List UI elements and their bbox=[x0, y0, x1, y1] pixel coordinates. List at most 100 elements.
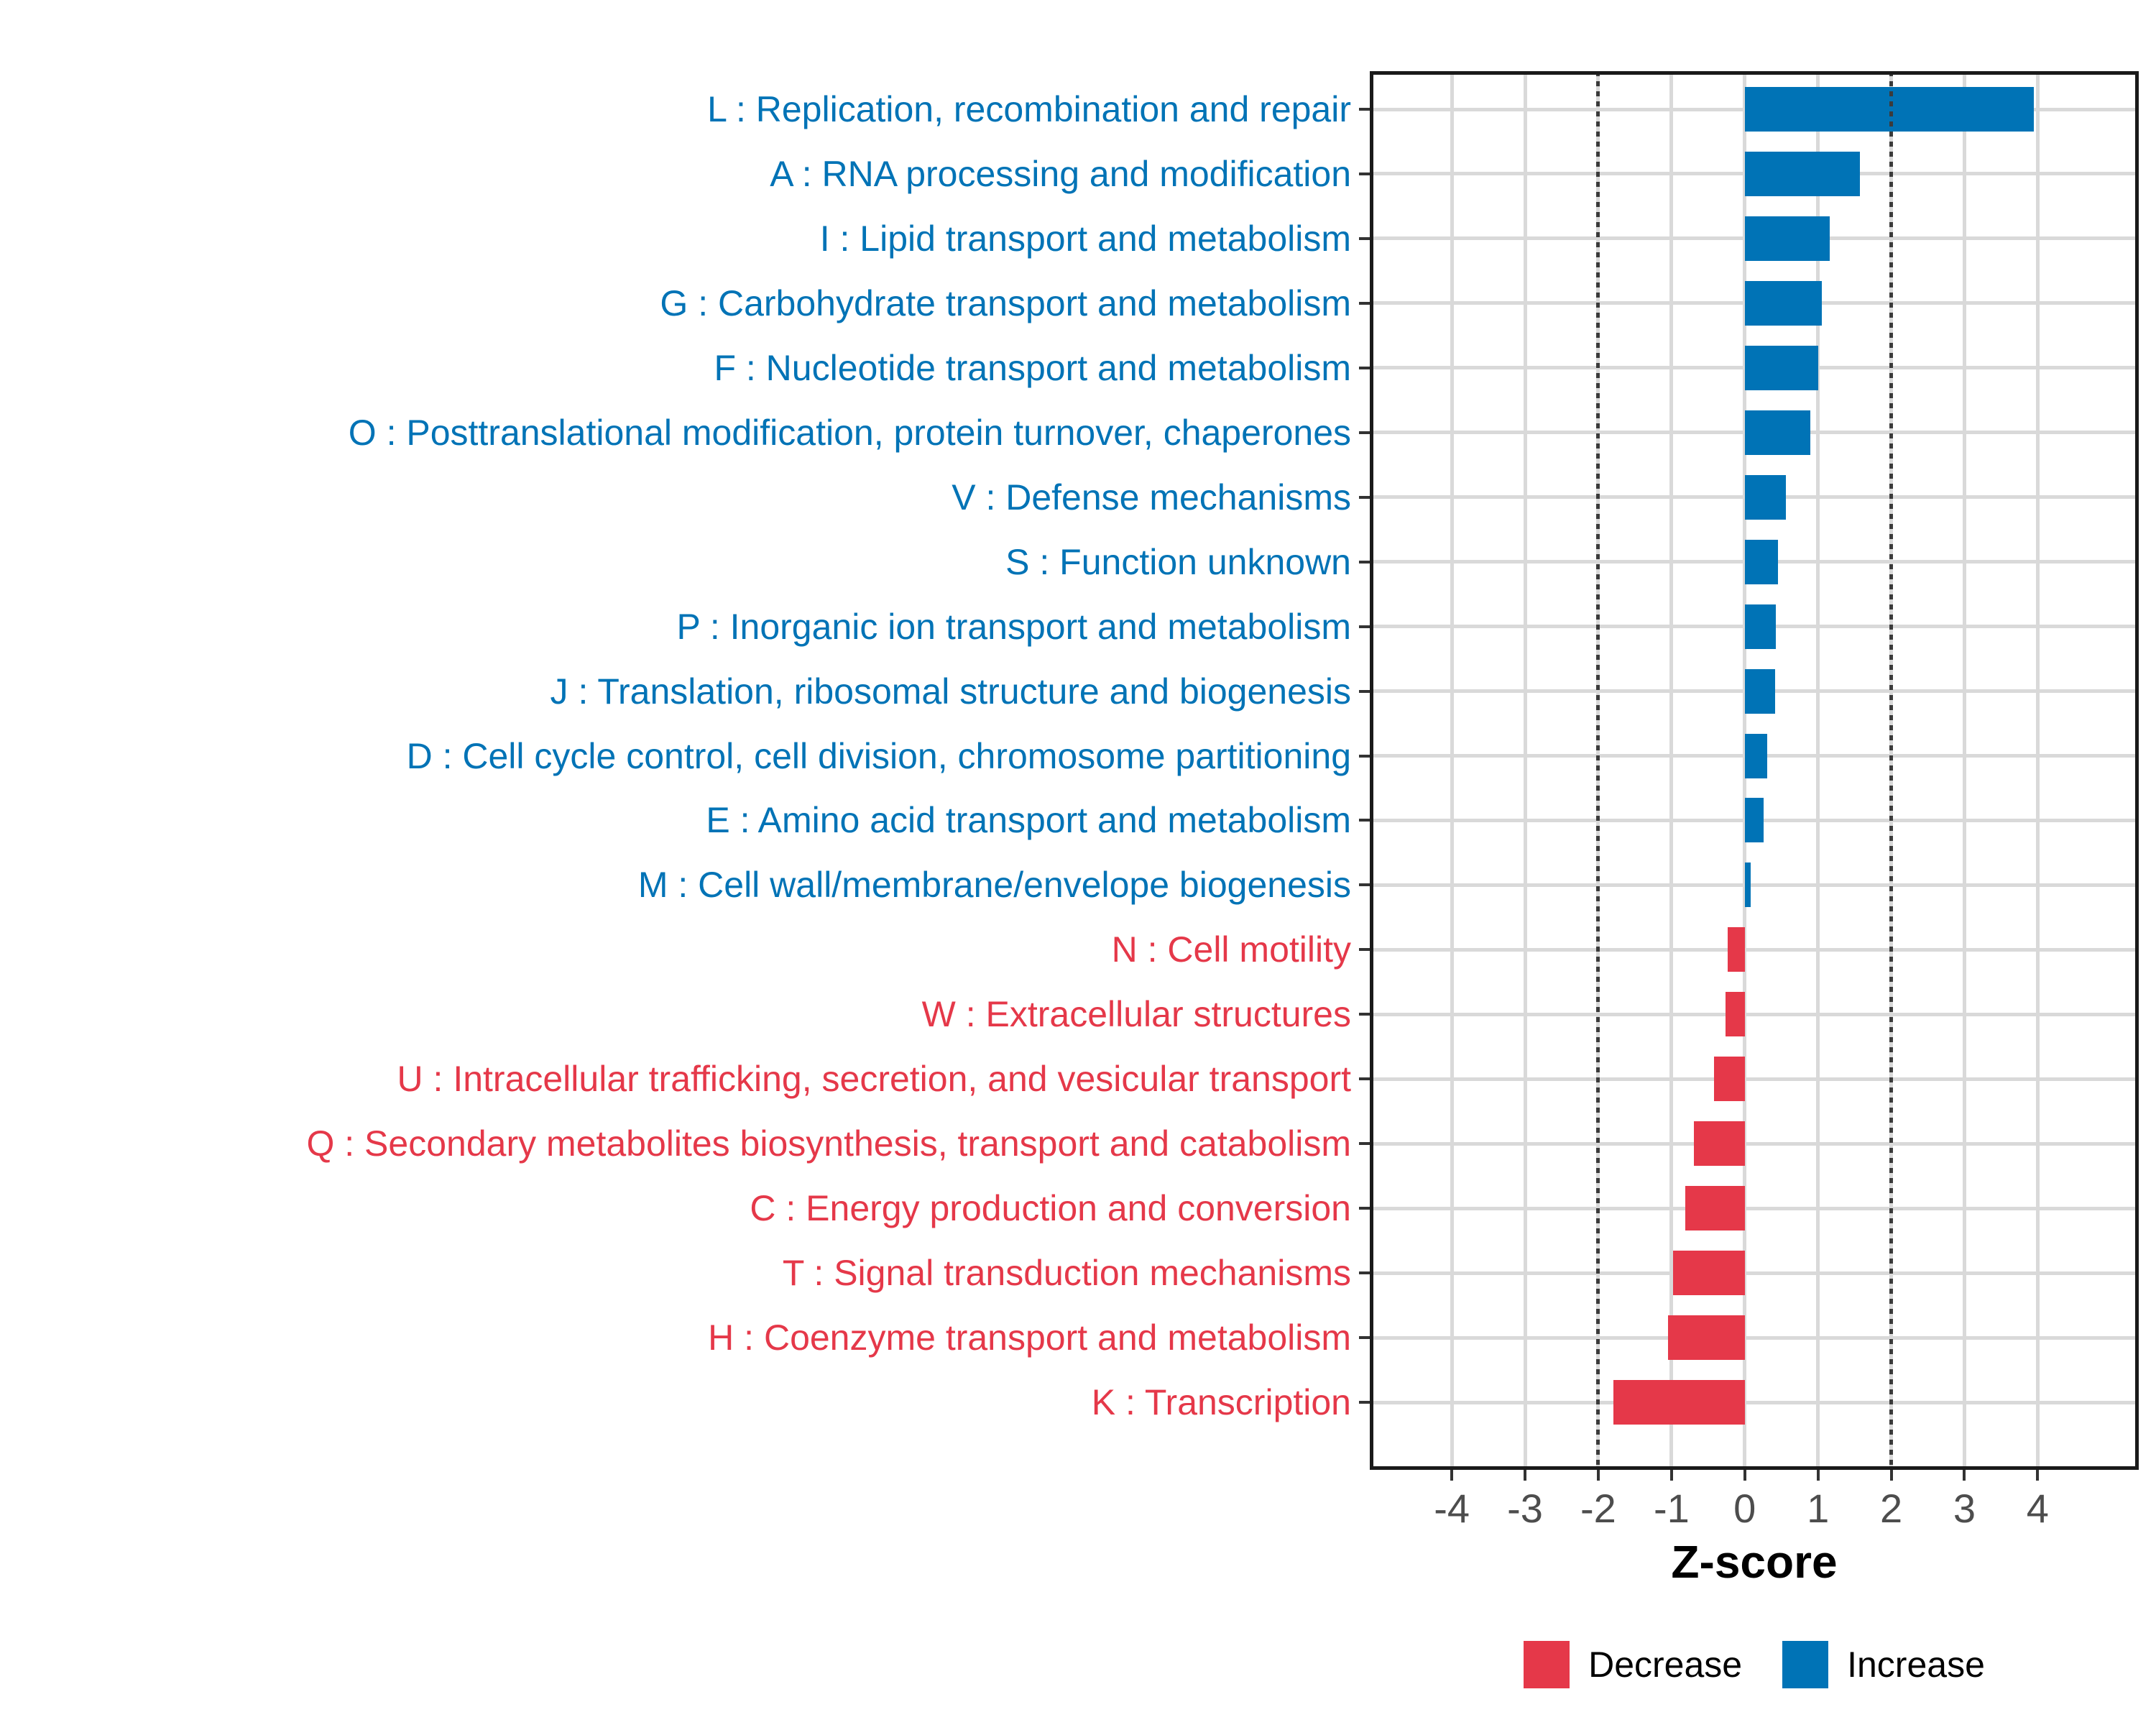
category-label-L: L : Replication, recombination and repai… bbox=[707, 89, 1351, 129]
bar-D bbox=[1744, 733, 1768, 778]
gridline-row-Q bbox=[1370, 1141, 2139, 1146]
bar-K bbox=[1613, 1380, 1745, 1425]
category-label-D: D : Cell cycle control, cell division, c… bbox=[406, 735, 1351, 776]
y-tick-D bbox=[1359, 754, 1370, 758]
y-tick-V bbox=[1359, 495, 1370, 499]
legend: Decrease Increase bbox=[1262, 1641, 2156, 1688]
category-label-E: E : Amino acid transport and metabolism bbox=[706, 800, 1351, 841]
y-tick-F bbox=[1359, 366, 1370, 369]
x-tick--1 bbox=[1669, 1470, 1673, 1481]
plot-panel bbox=[1370, 71, 2139, 1470]
x-tick-4 bbox=[2036, 1470, 2040, 1481]
bar-Q bbox=[1694, 1121, 1745, 1167]
gridline-row-U bbox=[1370, 1077, 2139, 1081]
bar-V bbox=[1744, 474, 1786, 520]
gridline-row-K bbox=[1370, 1400, 2139, 1404]
y-tick-A bbox=[1359, 172, 1370, 175]
bar-H bbox=[1667, 1315, 1745, 1361]
bar-E bbox=[1744, 798, 1764, 843]
category-label-S: S : Function unknown bbox=[1005, 541, 1351, 582]
bar-G bbox=[1744, 280, 1822, 326]
y-tick-T bbox=[1359, 1271, 1370, 1275]
category-label-N: N : Cell motility bbox=[1111, 929, 1351, 970]
y-tick-J bbox=[1359, 689, 1370, 693]
gridline-row-C bbox=[1370, 1206, 2139, 1210]
increase-swatch bbox=[1782, 1641, 1829, 1688]
reference-line--2 bbox=[1596, 71, 1600, 1470]
category-label-W: W : Extracellular structures bbox=[921, 994, 1351, 1035]
bar-P bbox=[1744, 604, 1776, 649]
category-label-Q: Q : Secondary metabolites biosynthesis, … bbox=[306, 1123, 1351, 1164]
category-label-P: P : Inorganic ion transport and metaboli… bbox=[676, 606, 1351, 647]
gridline-x-4 bbox=[2035, 71, 2040, 1470]
x-tick-0 bbox=[1743, 1470, 1746, 1481]
category-label-G: G : Carbohydrate transport and metabolis… bbox=[660, 282, 1351, 323]
bar-M bbox=[1744, 862, 1751, 908]
category-label-J: J : Translation, ribosomal structure and… bbox=[550, 671, 1351, 712]
x-tick-2 bbox=[1889, 1470, 1893, 1481]
gridline-x--4 bbox=[1450, 71, 1454, 1470]
category-label-F: F : Nucleotide transport and metabolism bbox=[714, 347, 1351, 388]
bar-W bbox=[1726, 992, 1745, 1037]
gridline-x-3 bbox=[1962, 71, 1966, 1470]
x-tick--2 bbox=[1596, 1470, 1600, 1481]
x-tick-label--2: -2 bbox=[1580, 1486, 1616, 1531]
y-tick-H bbox=[1359, 1336, 1370, 1340]
bar-N bbox=[1728, 927, 1745, 972]
gridline-row-H bbox=[1370, 1335, 2139, 1340]
x-axis-title: Z-score bbox=[1671, 1536, 1838, 1588]
y-tick-L bbox=[1359, 108, 1370, 111]
y-tick-O bbox=[1359, 431, 1370, 434]
y-tick-P bbox=[1359, 625, 1370, 628]
bar-T bbox=[1672, 1251, 1745, 1296]
x-tick-label--3: -3 bbox=[1507, 1486, 1543, 1531]
bar-S bbox=[1744, 539, 1778, 584]
gridline-x--3 bbox=[1523, 71, 1527, 1470]
bar-L bbox=[1744, 87, 2035, 132]
bar-J bbox=[1744, 668, 1775, 714]
bar-I bbox=[1744, 216, 1830, 261]
category-label-K: K : Transcription bbox=[1091, 1382, 1351, 1422]
y-tick-M bbox=[1359, 883, 1370, 887]
category-label-C: C : Energy production and conversion bbox=[750, 1188, 1351, 1229]
y-tick-E bbox=[1359, 819, 1370, 822]
legend-label-decrease: Decrease bbox=[1588, 1644, 1743, 1685]
x-tick-label-0: 0 bbox=[1733, 1486, 1756, 1531]
decrease-swatch bbox=[1524, 1641, 1570, 1688]
x-tick-label-3: 3 bbox=[1953, 1486, 1976, 1531]
gridline-row-T bbox=[1370, 1271, 2139, 1275]
x-tick--3 bbox=[1524, 1470, 1527, 1481]
bar-C bbox=[1685, 1186, 1745, 1231]
y-tick-Q bbox=[1359, 1142, 1370, 1146]
category-label-I: I : Lipid transport and metabolism bbox=[819, 218, 1351, 259]
x-tick-label-4: 4 bbox=[2026, 1486, 2049, 1531]
y-tick-C bbox=[1359, 1207, 1370, 1210]
gridline-row-W bbox=[1370, 1012, 2139, 1016]
reference-line-2 bbox=[1889, 71, 1894, 1470]
category-label-O: O : Posttranslational modification, prot… bbox=[348, 412, 1351, 453]
category-label-V: V : Defense mechanisms bbox=[952, 477, 1351, 518]
gridline-x--1 bbox=[1669, 71, 1674, 1470]
legend-item-decrease: Decrease bbox=[1524, 1641, 1742, 1688]
gridline-x-1 bbox=[1816, 71, 1820, 1470]
y-tick-W bbox=[1359, 1013, 1370, 1016]
x-tick-label-2: 2 bbox=[1879, 1486, 1903, 1531]
y-tick-S bbox=[1359, 560, 1370, 564]
legend-item-increase: Increase bbox=[1782, 1641, 1985, 1688]
x-tick--4 bbox=[1450, 1470, 1454, 1481]
x-tick-label--4: -4 bbox=[1434, 1486, 1470, 1531]
x-tick-label--1: -1 bbox=[1653, 1486, 1690, 1531]
y-tick-G bbox=[1359, 301, 1370, 305]
x-tick-1 bbox=[1816, 1470, 1820, 1481]
category-label-H: H : Coenzyme transport and metabolism bbox=[708, 1317, 1351, 1358]
bar-F bbox=[1744, 345, 1818, 390]
y-tick-N bbox=[1359, 948, 1370, 952]
y-tick-I bbox=[1359, 236, 1370, 240]
bar-O bbox=[1744, 410, 1811, 455]
category-label-U: U : Intracellular trafficking, secretion… bbox=[397, 1059, 1351, 1100]
bar-A bbox=[1744, 151, 1860, 196]
category-label-M: M : Cell wall/membrane/envelope biogenes… bbox=[637, 865, 1351, 906]
legend-label-increase: Increase bbox=[1847, 1644, 1985, 1685]
gridline-row-N bbox=[1370, 947, 2139, 952]
